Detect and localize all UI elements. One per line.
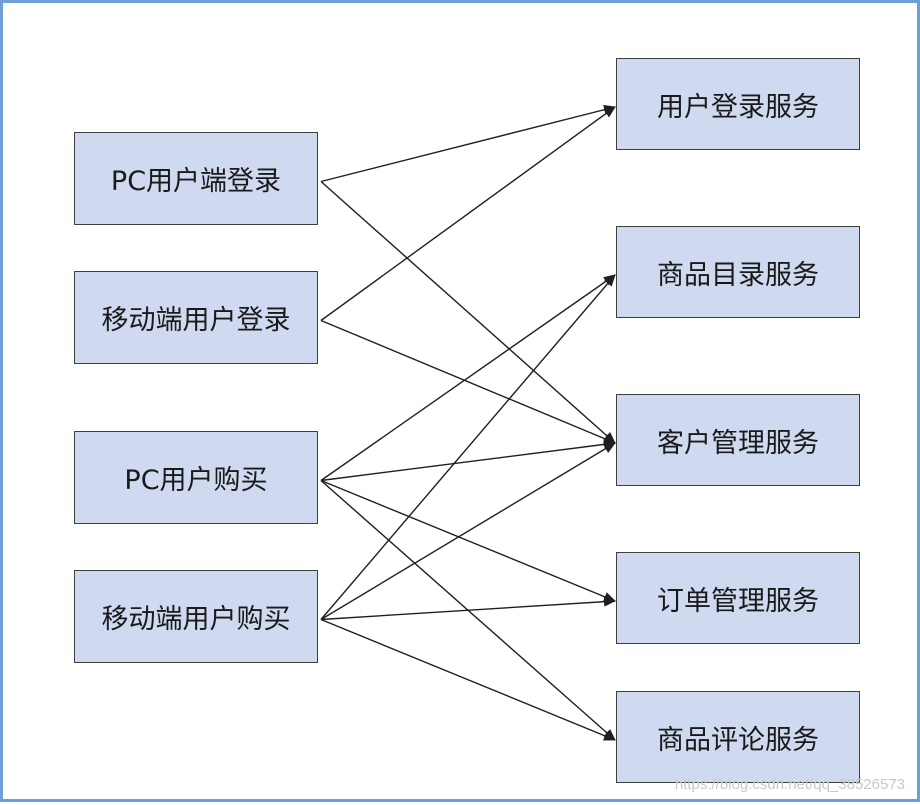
service-user-login-box: 用户登录服务 <box>616 58 860 150</box>
client-pc-buy-box: PC用户购买 <box>74 431 318 524</box>
client-mobile-login-box: 移动端用户登录 <box>74 271 318 364</box>
service-review-box: 商品评论服务 <box>616 691 860 783</box>
service-user-login-label: 用户登录服务 <box>657 91 819 123</box>
edge-mobile-buy-to-customer-service <box>320 442 616 621</box>
client-mobile-buy-label: 移动端用户购买 <box>101 604 291 635</box>
edges-layer <box>320 104 616 741</box>
client-pc-login-box: PC用户端登录 <box>74 132 318 225</box>
watermark-text: https://blog.csdn.net/qq_38526573 <box>674 776 905 793</box>
client-pc-login-label: PC用户端登录 <box>110 166 282 197</box>
edge-pc-buy-to-catalog-service <box>320 274 616 482</box>
edge-pc-buy-to-order-service <box>320 479 616 602</box>
service-customer-box: 客户管理服务 <box>616 394 860 486</box>
edge-mobile-login-to-user-login-service <box>320 106 616 322</box>
edge-pc-buy-to-customer-service <box>320 439 616 482</box>
edge-pc-login-to-user-login-service <box>320 104 616 183</box>
edge-mobile-buy-to-review-service <box>320 618 616 741</box>
edge-mobile-buy-to-order-service <box>320 596 616 621</box>
service-review-label: 商品评论服务 <box>657 724 819 756</box>
service-catalog-label: 商品目录服务 <box>657 259 819 291</box>
edge-mobile-buy-to-catalog-service <box>320 274 616 620</box>
edge-pc-login-to-customer-service <box>320 180 616 444</box>
client-pc-buy-label: PC用户购买 <box>124 465 268 496</box>
service-customer-label: 客户管理服务 <box>657 427 819 459</box>
service-catalog-box: 商品目录服务 <box>616 226 860 318</box>
edge-mobile-login-to-customer-service <box>320 319 616 444</box>
client-mobile-buy-box: 移动端用户购买 <box>74 570 318 663</box>
client-mobile-login-label: 移动端用户登录 <box>101 305 291 336</box>
service-order-label: 订单管理服务 <box>657 585 819 617</box>
service-order-box: 订单管理服务 <box>616 552 860 644</box>
